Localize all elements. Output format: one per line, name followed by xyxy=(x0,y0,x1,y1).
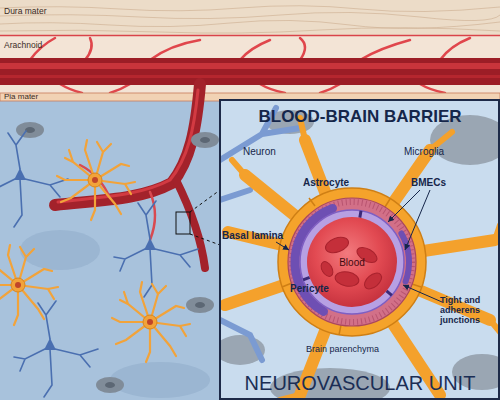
microglia xyxy=(96,377,124,393)
vessel-highlight xyxy=(58,90,198,202)
astrocyte xyxy=(57,140,135,220)
region-label: Brain parenchyma xyxy=(306,345,379,355)
astrocyte-process xyxy=(225,140,495,395)
microglia xyxy=(186,297,214,313)
dura-layer: Dura mater xyxy=(0,0,500,36)
microglia xyxy=(191,132,219,148)
red-blood-cell xyxy=(361,270,384,292)
neuron xyxy=(114,201,198,297)
layer-boundary xyxy=(0,35,500,37)
inset-panel: Blood BLOOD-BRAIN BARRIER NEUROVASCULAR UN… xyxy=(220,100,500,400)
arachnoid-band xyxy=(0,36,500,93)
structure-label: Basal lamina xyxy=(222,230,283,241)
zoom-box xyxy=(176,212,190,234)
layer-label: Pia mater xyxy=(4,93,38,101)
dura-texture xyxy=(0,6,500,33)
panel-caption: NEUROVASCULAR UNIT xyxy=(245,372,476,394)
dura-band xyxy=(0,0,500,36)
astrocyte-process xyxy=(232,118,500,400)
astrocyte xyxy=(112,282,190,362)
leader-arrow xyxy=(403,285,442,302)
artery-highlight xyxy=(0,63,500,69)
layer-label: Arachnoid xyxy=(4,41,42,50)
astrocyte xyxy=(0,245,58,325)
structure-label: Pericyte xyxy=(290,283,329,294)
inset-border xyxy=(220,100,499,399)
red-blood-cell xyxy=(323,234,350,255)
tissue-shade xyxy=(110,362,210,398)
arachnoid-layer: Arachnoid xyxy=(0,36,500,93)
red-blood-cell xyxy=(334,270,360,288)
structure-label: BMECs xyxy=(411,177,446,188)
astrocyte-endfeet xyxy=(278,188,426,336)
microglia xyxy=(16,122,44,138)
pial-artery xyxy=(0,58,500,85)
artery-highlight xyxy=(0,75,500,78)
lumen-label: Blood xyxy=(339,257,365,268)
inset-art xyxy=(220,100,500,400)
structure-label: Astrocyte xyxy=(303,177,349,188)
brain-tissue xyxy=(0,100,500,400)
endfoot-boundary xyxy=(282,198,421,335)
red-blood-cell xyxy=(319,260,336,279)
leader-arrow xyxy=(388,190,420,222)
cell-label: Microglia xyxy=(404,146,444,157)
zoom-line xyxy=(190,190,220,245)
neuron xyxy=(0,131,68,227)
lamina-texture xyxy=(292,202,412,322)
endothelial-layer xyxy=(300,210,404,314)
structure-label: Tight and adherens junctions xyxy=(440,296,498,326)
leader-arrow xyxy=(276,242,289,250)
neuron xyxy=(14,301,98,397)
pia-layer: Pia mater xyxy=(0,93,500,101)
leader-arrow xyxy=(405,190,430,250)
cell-label: Neuron xyxy=(243,146,276,157)
layer-label: Dura mater xyxy=(4,7,47,16)
panel-heading: BLOOD-BRAIN BARRIER xyxy=(258,108,461,127)
basal-lamina xyxy=(288,198,416,326)
